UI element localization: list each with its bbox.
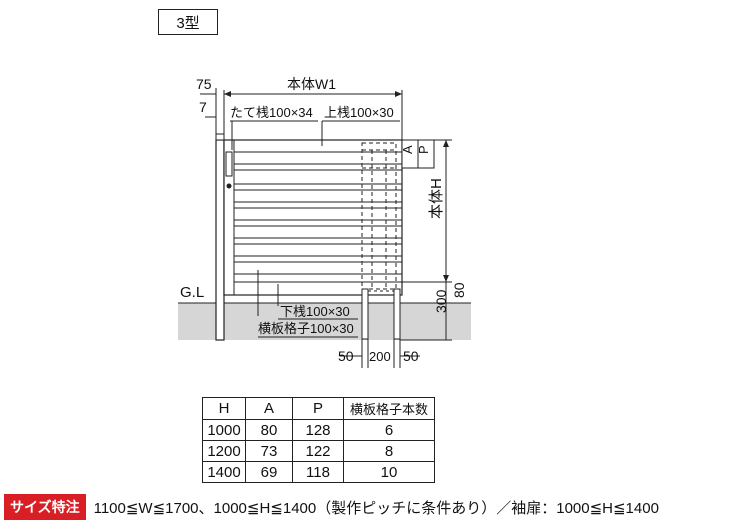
keyhole-icon	[226, 183, 232, 189]
body-height-label: 本体H	[428, 178, 445, 219]
pitch-p-label: P	[416, 145, 431, 154]
header-slat-count: 横板格子本数	[343, 397, 435, 420]
slats	[234, 151, 402, 283]
bottom-rail-label: 下桟100×30	[280, 304, 350, 319]
cell: 69	[245, 461, 293, 483]
size-note-text: 1100≦W≦1700、1000≦H≦1400（製作ピッチに条件あり）／袖扉：1…	[93, 499, 659, 517]
gate-frame	[223, 139, 403, 296]
foot-right-label: 50	[403, 348, 419, 364]
ground-band	[178, 303, 471, 340]
foot-outline	[361, 142, 397, 290]
cell: 1200	[202, 440, 246, 462]
post	[215, 139, 225, 341]
cell: 6	[343, 419, 435, 441]
cell: 73	[245, 440, 293, 462]
header-h: H	[202, 397, 246, 420]
foot-mid-label: 200	[369, 349, 391, 364]
cell: 80	[245, 419, 293, 441]
body-width-label: 本体W1	[287, 76, 336, 92]
ground-gap-label: 80	[451, 282, 467, 298]
pitch-a-label: A	[400, 145, 415, 154]
foot-left-label: 50	[338, 348, 354, 364]
foot-right-pole	[393, 288, 401, 340]
custom-size-badge: サイズ特注	[4, 494, 86, 520]
embed-depth-label: 300	[433, 289, 449, 313]
table-row: 1200 73 122 8	[202, 440, 435, 462]
post-cap	[215, 133, 225, 141]
header-a: A	[245, 397, 293, 420]
post-width-label: 75	[196, 76, 212, 92]
header-p: P	[292, 397, 344, 420]
table-row: 1400 69 118 10	[202, 461, 435, 483]
top-rail-label: 上桟100×30	[324, 105, 394, 120]
size-note: サイズ特注 1100≦W≦1700、1000≦H≦1400（製作ピッチに条件あり…	[4, 494, 659, 520]
foot-left-pole	[361, 288, 369, 340]
cell: 118	[292, 461, 344, 483]
post-offset-label: 7	[199, 99, 207, 115]
ground-label: G.L	[180, 284, 204, 301]
latch-icon	[225, 151, 233, 177]
stile-label: たて桟100×34	[230, 105, 313, 120]
cell: 1400	[202, 461, 246, 483]
cell: 128	[292, 419, 344, 441]
slat-label: 横板格子100×30	[258, 321, 354, 336]
cell: 10	[343, 461, 435, 483]
cell: 1000	[202, 419, 246, 441]
table-header-row: H A P 横板格子本数	[202, 397, 435, 420]
spec-table: H A P 横板格子本数 1000 80 128 6 1200 73 122 8…	[202, 397, 435, 483]
cell: 8	[343, 440, 435, 462]
gate-drawing: G.L 75 7 本体W1 たて桟10	[178, 76, 471, 368]
cell: 122	[292, 440, 344, 462]
type-label: 3型	[158, 9, 218, 35]
table-row: 1000 80 128 6	[202, 419, 435, 441]
